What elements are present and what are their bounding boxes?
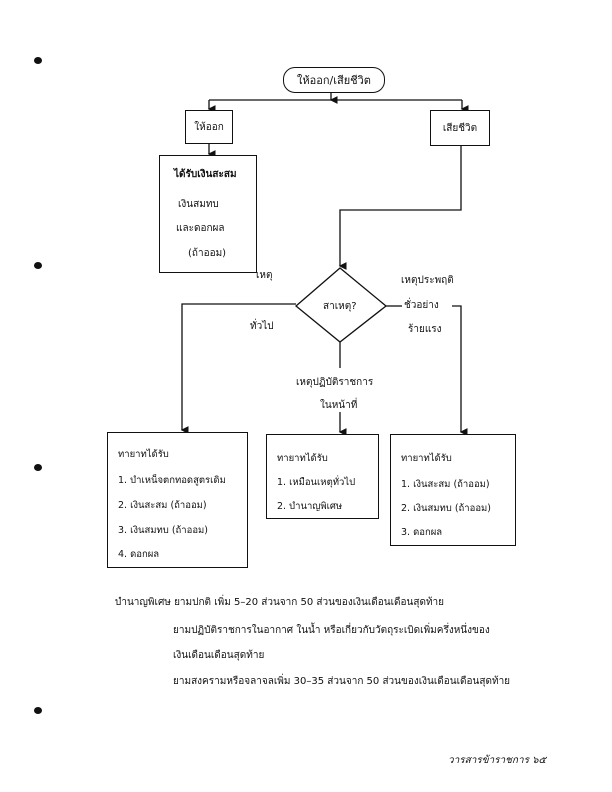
- list-item: 2. เงินสะสม (ถ้าออม): [118, 500, 207, 511]
- decision-label: สาเหตุ?: [323, 301, 357, 312]
- list-item: 2. เงินสมทบ (ถ้าออม): [401, 503, 492, 514]
- list-item: 2. บำนาญพิเศษ: [277, 501, 343, 512]
- page-footer: วารสารข้าราชการ ๖๕: [448, 755, 547, 766]
- result-line: เงินสมทบ: [178, 199, 219, 210]
- box-title: ทายาทได้รับ: [401, 453, 452, 464]
- list-item: 3. ดอกผล: [401, 527, 443, 538]
- list-item: 4. ดอกผล: [118, 549, 160, 560]
- branch-duty-label: เหตุปฏิบัติราชการ: [296, 377, 374, 388]
- box-title: ทายาทได้รับ: [118, 449, 169, 460]
- list-item: 1. บำเหน็จตกทอดสูตรเดิม: [118, 475, 226, 486]
- punch-hole: [34, 262, 42, 269]
- note-line: เงินเดือนเดือนสุดท้าย: [173, 650, 265, 661]
- branch-general-label: เหตุ: [256, 270, 273, 281]
- misconduct-heirs-box: ทายาทได้รับ 1. เงินสะสม (ถ้าออม) 2. เงิน…: [390, 434, 516, 546]
- branch-misconduct-label: เหตุประพฤติ: [401, 275, 454, 286]
- dismissed-label: ให้ออก: [194, 121, 224, 133]
- list-item: 1. เหมือนเหตุทั่วไป: [277, 477, 356, 488]
- deceased-label: เสียชีวิต: [442, 122, 478, 134]
- deceased-box: เสียชีวิต: [430, 110, 490, 146]
- list-item: 3. เงินสมทบ (ถ้าออม): [118, 525, 209, 536]
- punch-hole: [34, 464, 42, 471]
- punch-hole: [34, 707, 42, 714]
- duty-heirs-box: ทายาทได้รับ 1. เหมือนเหตุทั่วไป 2. บำนาญ…: [266, 434, 379, 519]
- box-title: ทายาทได้รับ: [277, 453, 328, 464]
- result-line: (ถ้าออม): [188, 248, 227, 259]
- branch-misconduct-label: ชั่วอย่าง: [404, 300, 439, 311]
- result-line: และดอกผล: [176, 223, 225, 234]
- start-label: ให้ออก/เสียชีวิต: [297, 74, 371, 87]
- note-line: ยามสงครามหรือจลาจลเพิ่ม 30–35 ส่วนจาก 50…: [173, 676, 511, 687]
- branch-misconduct-label: ร้ายแรง: [408, 324, 442, 335]
- punch-hole: [34, 57, 42, 64]
- note-line: ยามปฏิบัติราชการในอากาศ ในน้ำ หรือเกี่ยว…: [173, 625, 490, 636]
- branch-duty-label: ในหน้าที่: [320, 400, 358, 411]
- dismissed-result-box: ได้รับเงินสะสม เงินสมทบ และดอกผล (ถ้าออม…: [159, 155, 257, 273]
- branch-general-label: ทั่วไป: [250, 321, 274, 332]
- general-heirs-box: ทายาทได้รับ 1. บำเหน็จตกทอดสูตรเดิม 2. เ…: [107, 432, 248, 568]
- result-line: ได้รับเงินสะสม: [174, 169, 237, 180]
- start-terminator: ให้ออก/เสียชีวิต: [283, 67, 385, 93]
- list-item: 1. เงินสะสม (ถ้าออม): [401, 479, 490, 490]
- note-line: บำนาญพิเศษ ยามปกติ เพิ่ม 5–20 ส่วนจาก 50…: [115, 597, 445, 608]
- dismissed-box: ให้ออก: [185, 110, 233, 144]
